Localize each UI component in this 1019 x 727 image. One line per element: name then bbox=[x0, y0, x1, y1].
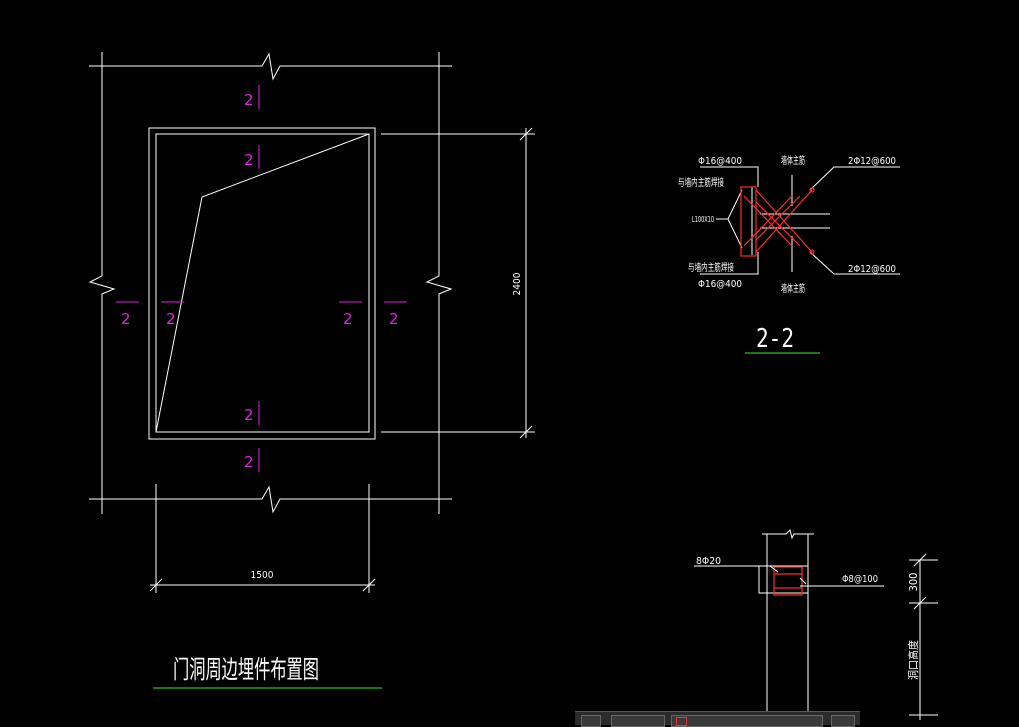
section-2-2-title: 2-2 bbox=[756, 324, 794, 354]
label-bot-left-spacing: Φ16@400 bbox=[698, 279, 742, 290]
section-mark-bot-1: 2 bbox=[244, 406, 254, 424]
toolbar-layer-dropdown[interactable] bbox=[671, 715, 823, 727]
door-frame-inner bbox=[155, 133, 370, 433]
top-break-line bbox=[89, 52, 452, 81]
toolbar-cell-1[interactable] bbox=[581, 715, 601, 727]
section-mark-top-2: 2 bbox=[244, 151, 254, 169]
section-mark-bot-2: 2 bbox=[244, 453, 254, 471]
label-bars: 8Φ20 bbox=[696, 556, 721, 567]
door-plan: 2400 1500 2 2 2 2 2 2 2 bbox=[88, 52, 535, 689]
door-frame-outer bbox=[148, 127, 376, 440]
label-top-right: 2Φ12@600 bbox=[848, 156, 896, 167]
section-mark-top-1: 2 bbox=[244, 91, 254, 109]
layer-color-swatch bbox=[676, 717, 687, 726]
label-top-left-desc: 与墙内主筋焊接 bbox=[678, 176, 724, 189]
door-leaf bbox=[155, 133, 370, 433]
dim-opening-height: 洞口高度 bbox=[906, 640, 920, 680]
embed-angle-plate bbox=[740, 186, 757, 257]
right-break-line bbox=[425, 52, 453, 514]
label-stirrup: Φ8@100 bbox=[842, 574, 878, 585]
section-mark-left-1: 2 bbox=[121, 310, 131, 328]
toolbar-cell-2[interactable] bbox=[611, 715, 665, 727]
label-bot-right: 2Φ12@600 bbox=[848, 264, 896, 275]
embed-rebar-cross bbox=[743, 189, 813, 253]
left-break-line bbox=[88, 52, 116, 514]
height-dimension: 2400 bbox=[381, 127, 535, 439]
label-bot-left-desc: 与墙内主筋焊接 bbox=[688, 261, 734, 274]
section-mark-right-1: 2 bbox=[343, 310, 353, 328]
toolbar-cell-4[interactable] bbox=[831, 715, 855, 727]
height-dim-text: 2400 bbox=[512, 272, 523, 295]
section-marks: 2 2 2 2 2 2 2 2 bbox=[116, 85, 407, 472]
width-dimension: 1500 bbox=[149, 484, 376, 593]
lintel-embed-plate bbox=[773, 566, 803, 596]
section-mark-right-2: 2 bbox=[389, 310, 399, 328]
section-mark-left-2: 2 bbox=[166, 310, 176, 328]
lintel-detail: 8Φ20 Φ8@100 300 洞口高度 bbox=[694, 529, 938, 724]
label-bot-mid: 墙体主筋 bbox=[781, 282, 805, 295]
width-dim-text: 1500 bbox=[251, 570, 274, 581]
door-plan-title: 门洞周边埋件布置图 bbox=[173, 655, 319, 684]
cad-status-toolbar[interactable] bbox=[575, 711, 860, 727]
label-mid-left: L100X10 bbox=[692, 215, 714, 224]
section-2-2: Φ16@400 与墙内主筋焊接 墙体主筋 2Φ12@600 L100X10 与墙… bbox=[678, 154, 900, 354]
label-top-left-spacing: Φ16@400 bbox=[698, 156, 742, 167]
dim-300: 300 bbox=[907, 573, 920, 592]
label-top-mid: 墙体主筋 bbox=[781, 154, 805, 167]
bottom-break-line bbox=[89, 485, 452, 514]
